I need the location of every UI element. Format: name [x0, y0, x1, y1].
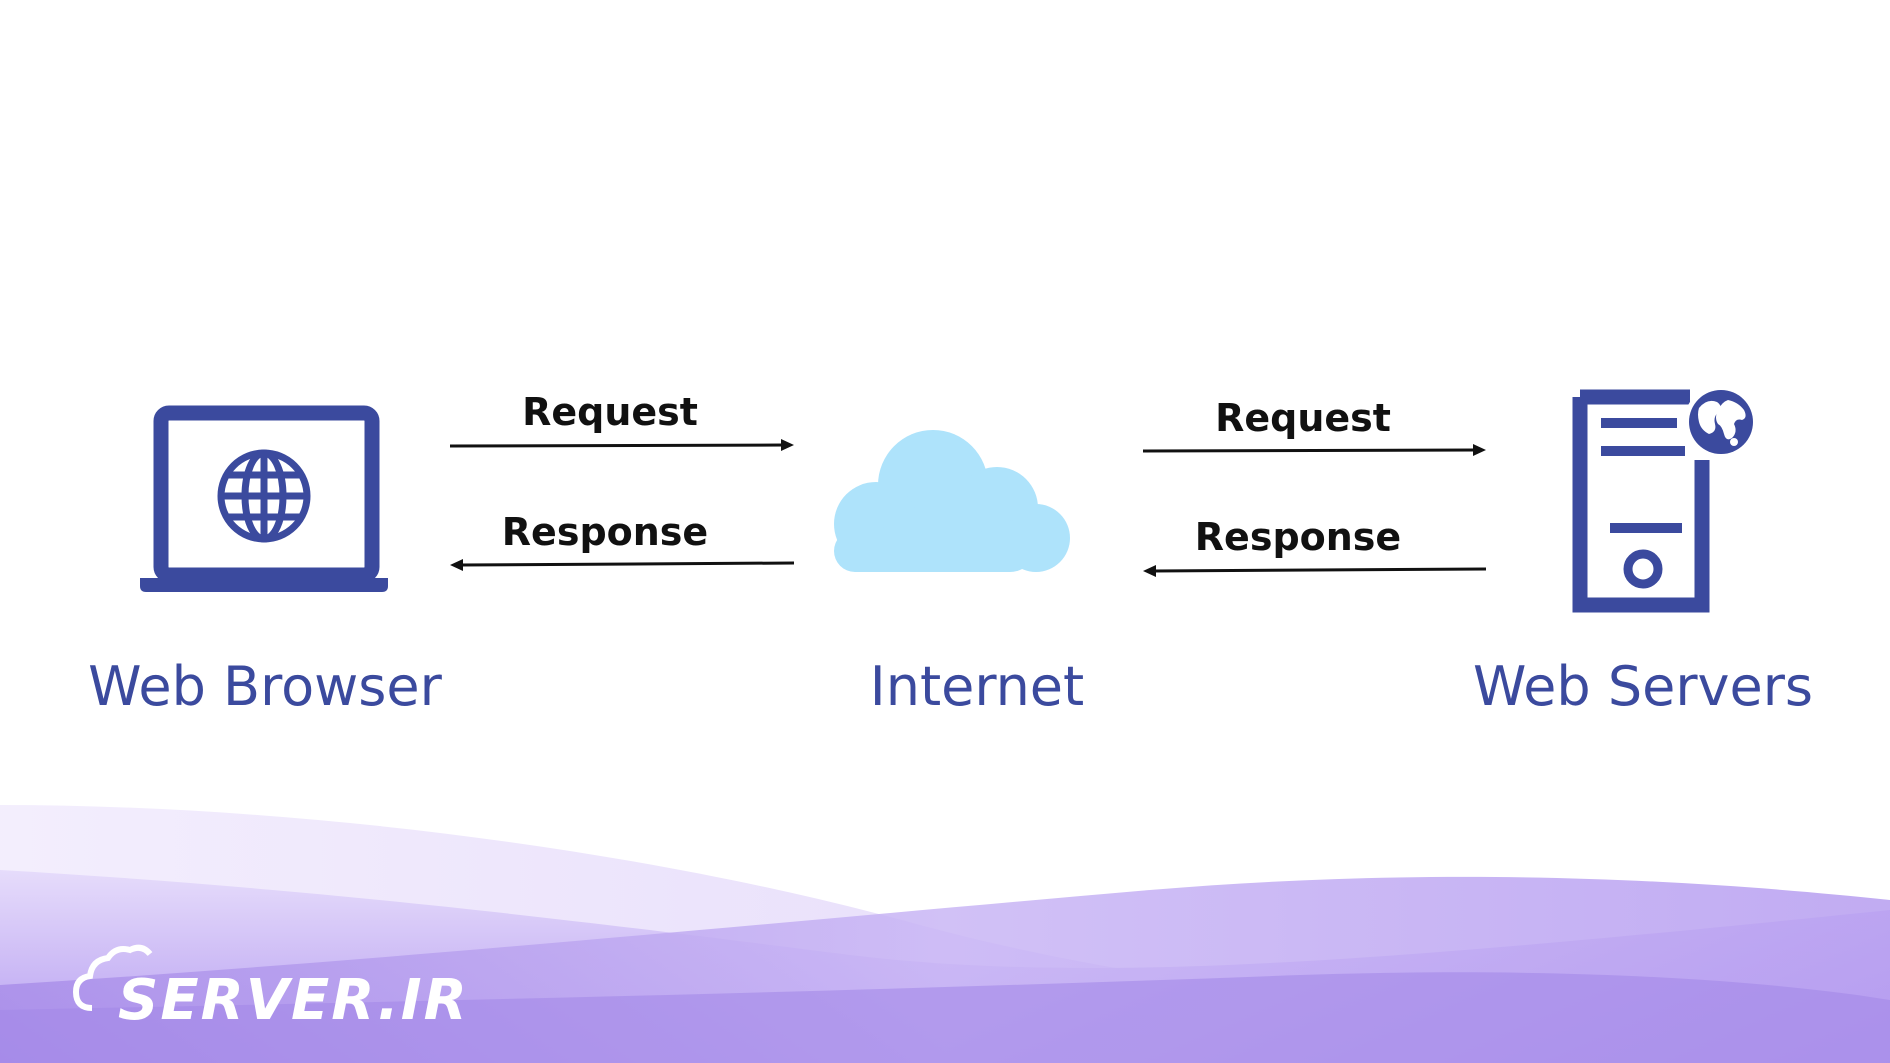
left-request-label: Request — [522, 390, 698, 434]
internet-label: Internet — [869, 655, 1085, 718]
right-request-label: Request — [1215, 396, 1391, 440]
arrow-left-request — [449, 439, 794, 451]
earth-globe-icon — [1684, 385, 1758, 459]
arrow-left-response — [450, 559, 795, 571]
server-label: Web Servers — [1472, 655, 1814, 718]
globe-icon — [217, 449, 311, 543]
background-waves — [0, 805, 1890, 1063]
server-ir-logo-text: SERVER.IR — [118, 968, 469, 1033]
cloud-icon — [834, 430, 1070, 572]
arrow-right-response — [1143, 565, 1487, 577]
server-icon — [1572, 385, 1758, 613]
right-response-label: Response — [1194, 515, 1402, 559]
arrow-right-request — [1142, 444, 1486, 456]
browser-label: Web Browser — [88, 655, 442, 718]
left-response-label: Response — [501, 510, 709, 554]
laptop-icon — [140, 405, 388, 592]
server-ir-logo-mark — [72, 944, 153, 1011]
